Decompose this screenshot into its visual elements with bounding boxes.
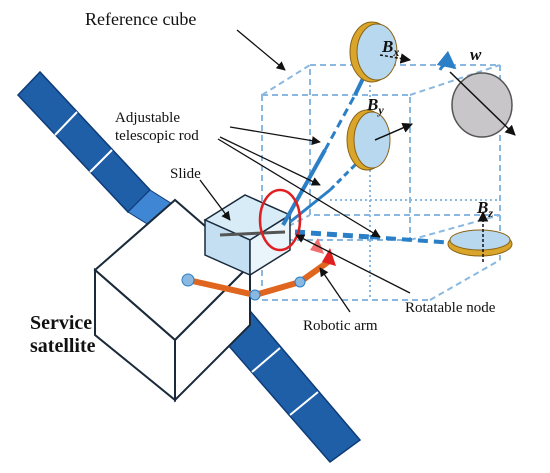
adjustable-rod-label-line2: telescopic rod [115, 128, 199, 144]
rotatable-node-label: Rotatable node [405, 300, 496, 316]
bx-disk [349, 21, 412, 83]
bz-disk [447, 210, 513, 262]
robotic-arm [181, 238, 336, 301]
by-disk [346, 109, 413, 171]
adjustable-rod-label-line1: Adjustable [115, 110, 180, 126]
bx-symbol: Bx [381, 37, 399, 59]
bz-symbol: Bz [476, 198, 493, 220]
rotating-disk [436, 50, 516, 138]
solar-panel-upper [16, 70, 186, 236]
service-satellite-label-line1: Service [30, 312, 92, 334]
reference-cube-label: Reference cube [85, 9, 196, 29]
slide-label: Slide [170, 166, 201, 182]
rotatable-node-highlight [258, 188, 302, 252]
leader-lines [199, 29, 411, 313]
w-symbol: w [470, 45, 482, 64]
robotic-arm-label: Robotic arm [303, 318, 378, 334]
by-symbol: By [366, 95, 384, 117]
service-satellite-label-line2: satellite [30, 335, 96, 357]
